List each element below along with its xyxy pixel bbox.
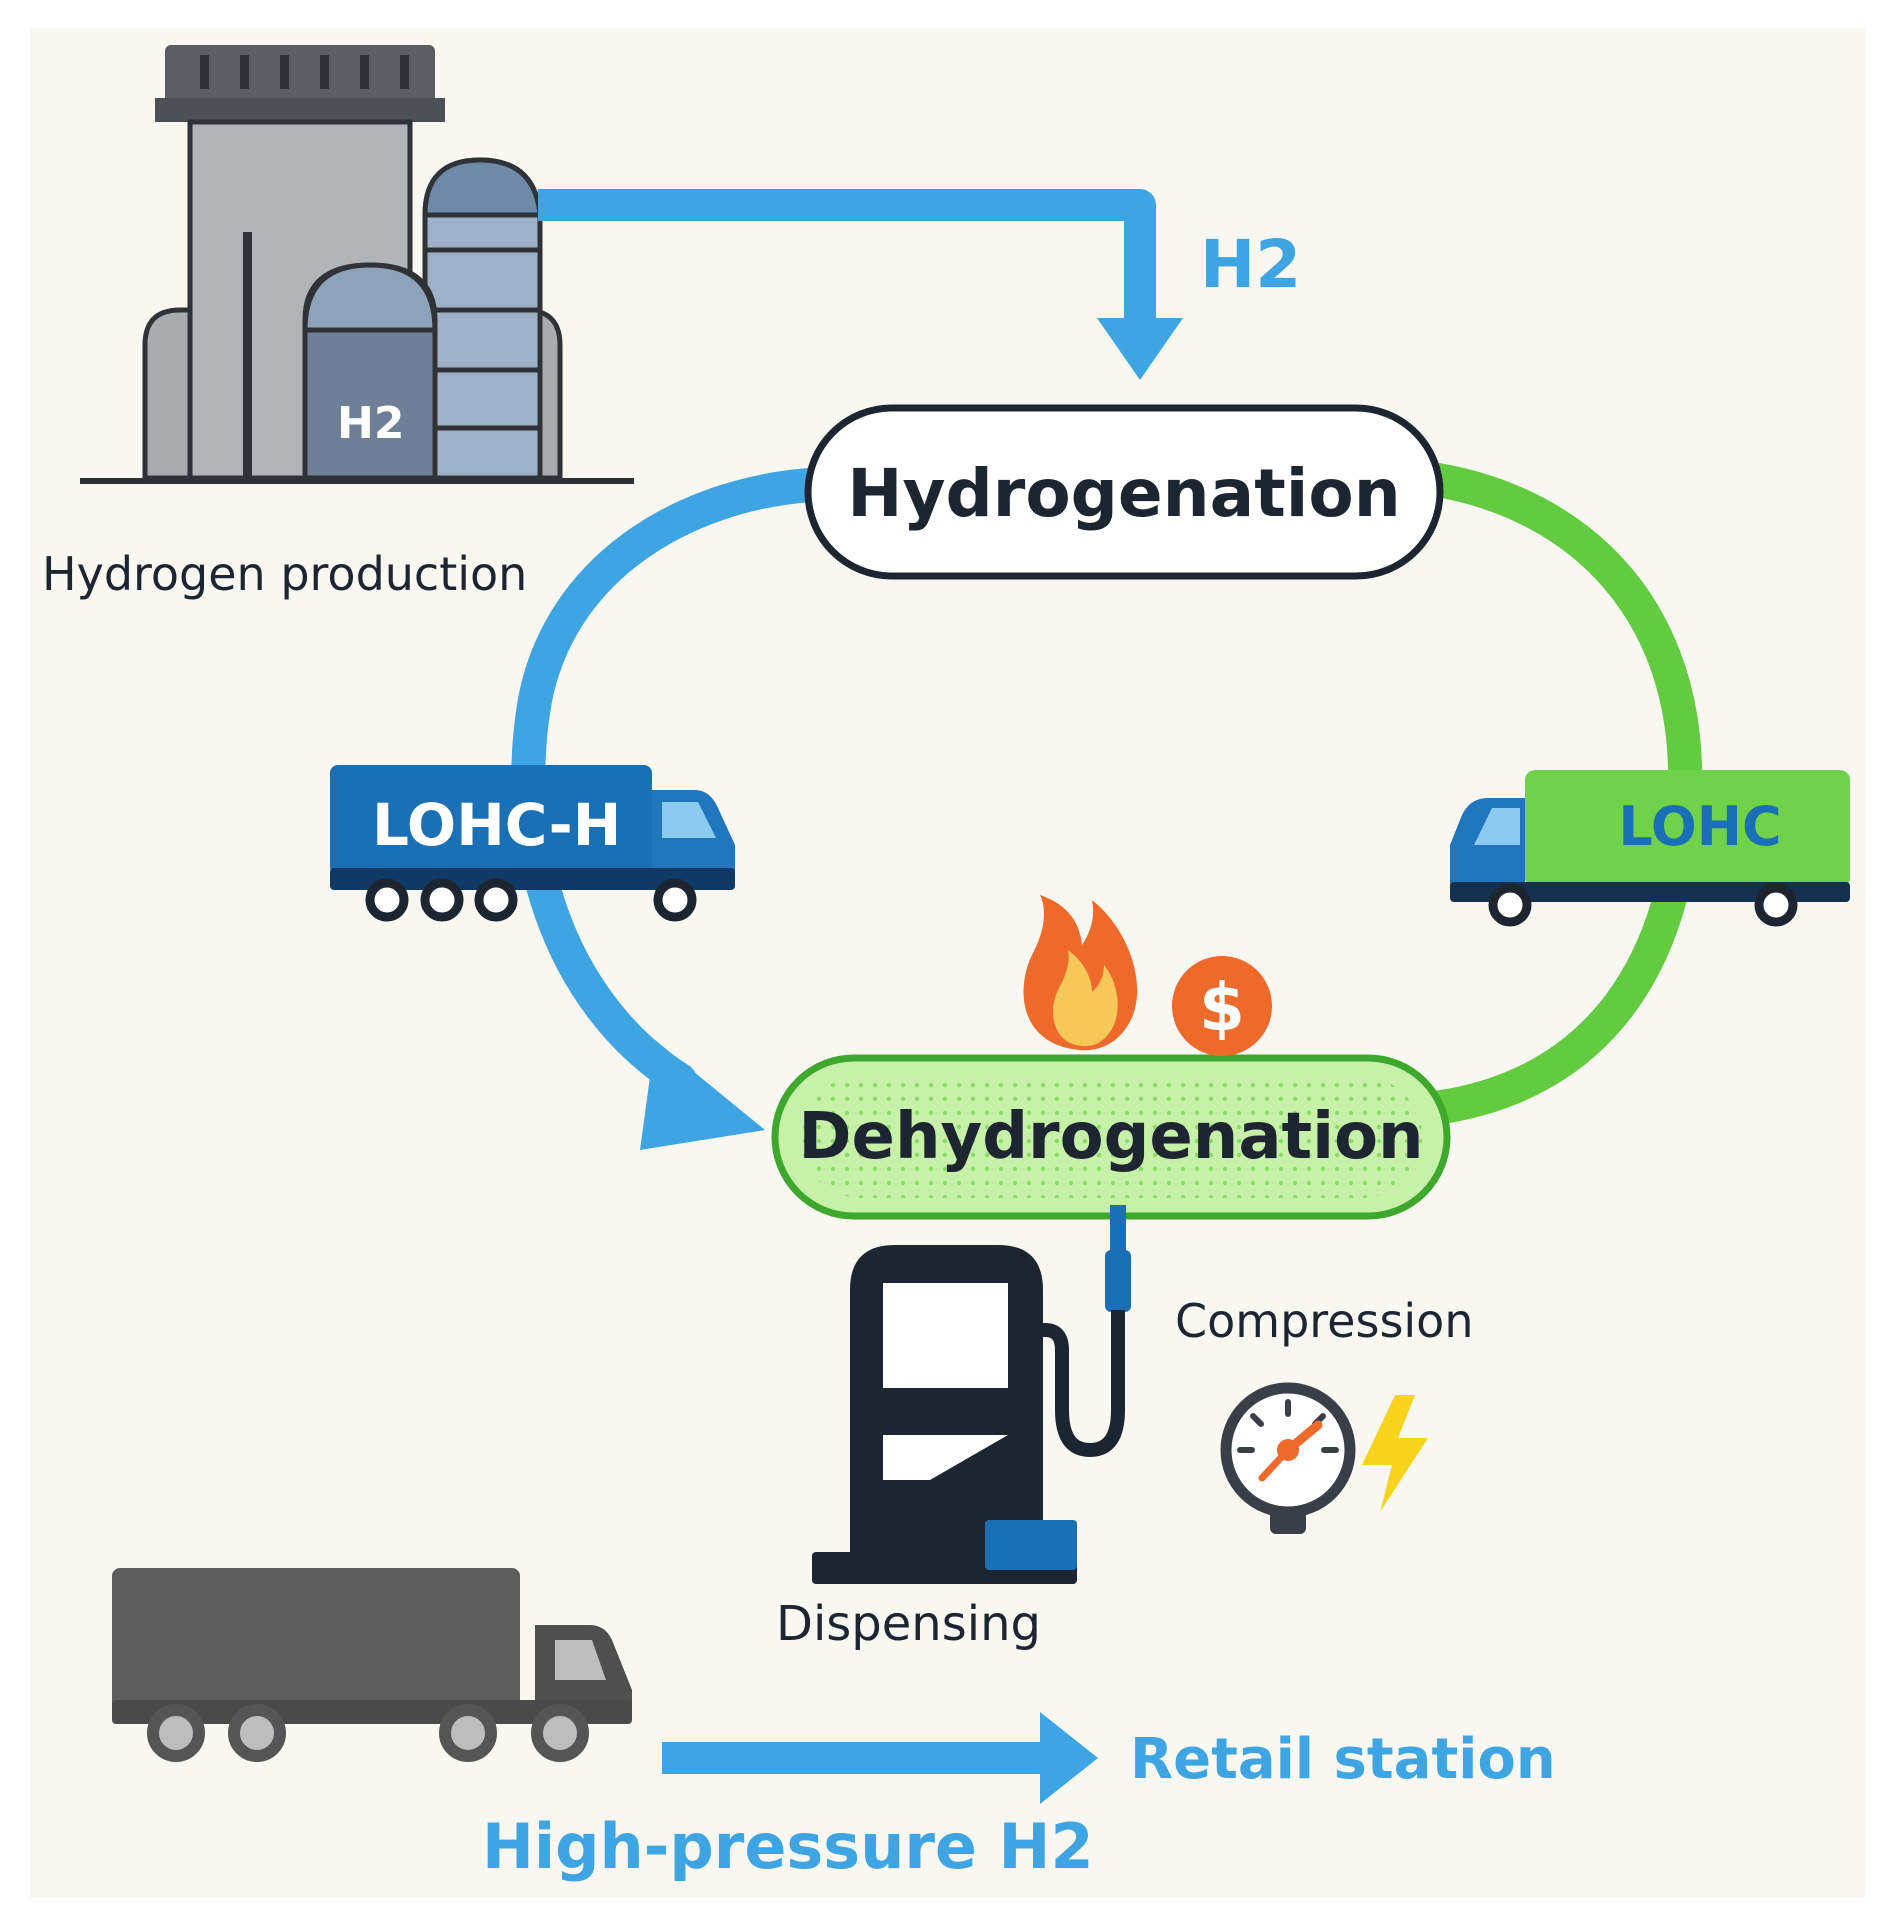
pressure-gauge-icon [1220,1382,1356,1534]
truck-icon [112,1568,632,1762]
dehydrogenation-label: Dehydrogenation [798,1100,1423,1174]
high-pressure-h2-label: High-pressure H2 [482,1810,1094,1883]
hydrogenation-node: Hydrogenation [804,404,1444,580]
retail-station-label: Retail station [1130,1727,1556,1792]
h2-flow-label: H2 [1200,226,1301,303]
lohc-h-transport-arc [511,468,827,1097]
fuel-pump-icon [812,1205,1131,1584]
factory-icon: H2 [80,45,634,484]
compression-label: Compression [1175,1294,1473,1348]
dollar-coin-icon: $ [1172,956,1272,1056]
lightning-bolt-icon [1362,1395,1428,1512]
hydrogenation-label: Hydrogenation [847,455,1400,532]
hydrogen-production-label: Hydrogen production [42,547,527,601]
lohc-h-arrowhead [640,1040,765,1150]
dispensing-label: Dispensing [776,1596,1041,1652]
h2-feed-arrow [538,189,1183,380]
coin-symbol: $ [1199,969,1245,1046]
flame-icon [1023,895,1138,1051]
truck-icon: LOHC-H [330,765,735,922]
retail-arrow [662,1712,1098,1804]
factory-tank-label: H2 [337,398,404,449]
truck-icon: LOHC [1450,770,1850,927]
lohc-h-label: LOHC-H [372,791,621,859]
dehydrogenation-node: Dehydrogenation [771,1054,1451,1220]
lohc-label: LOHC [1618,795,1781,858]
